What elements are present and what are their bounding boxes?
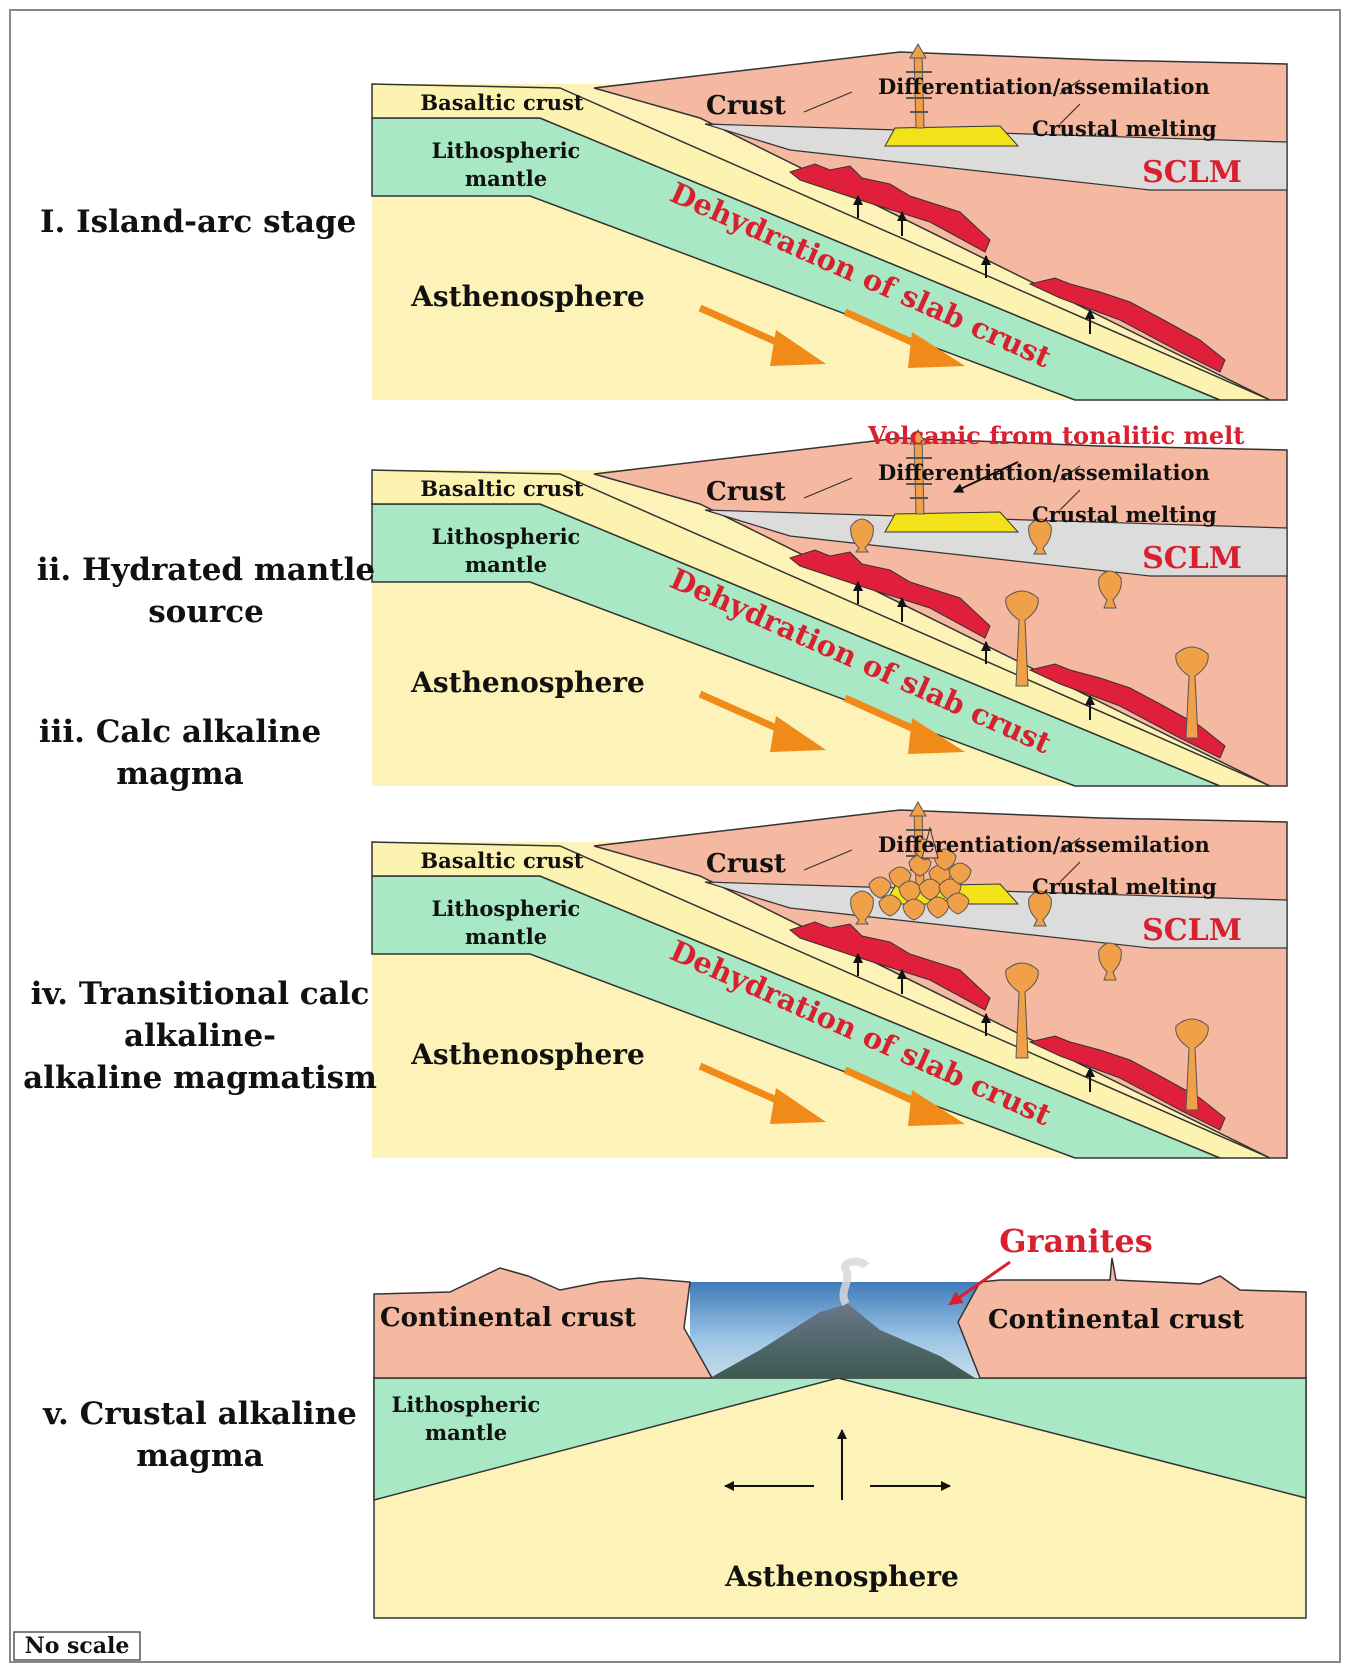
pluton	[898, 880, 922, 903]
panel-crustal-alkaline	[373, 1257, 1307, 1619]
pluton	[918, 878, 942, 901]
sclm-label: SCLM	[1142, 155, 1242, 190]
conduit-sills	[906, 457, 932, 499]
basaltic-crust-label: Basaltic crust	[420, 90, 583, 115]
melt-zone-upper	[788, 549, 991, 639]
volcanic-vent	[909, 42, 927, 59]
leader-lines	[803, 465, 1081, 511]
mantle-flow-arrows	[698, 1062, 965, 1126]
melt-zone-lower	[1028, 663, 1226, 759]
differentiation-label: Differentiation/assemilation	[878, 460, 1210, 485]
granites-label: Granites	[999, 1222, 1153, 1260]
panel-transitional	[371, 800, 1288, 1159]
melt-zone-upper	[788, 921, 991, 1011]
pluton	[878, 894, 902, 917]
volcanic-vent	[909, 428, 927, 445]
panel-island-arc	[371, 42, 1288, 401]
magma-chamber	[884, 125, 1020, 147]
pluton	[933, 848, 957, 871]
sclm-label: SCLM	[1142, 913, 1242, 948]
magma-diapir	[850, 890, 874, 925]
crustal-melting-label: Crustal melting	[1032, 502, 1217, 527]
magma-diapir	[850, 518, 874, 553]
fluid-arrows	[853, 953, 1095, 1092]
magma-diapir	[1098, 942, 1122, 981]
melt-zone-lower	[1028, 277, 1226, 373]
continental-crust-right	[957, 1257, 1307, 1379]
mantle-flow-arrows	[698, 304, 965, 368]
asthenosphere-label: Asthenosphere	[410, 280, 645, 313]
pluton	[946, 892, 970, 915]
pluton	[948, 862, 972, 885]
basaltic-crust-slab	[371, 469, 1271, 787]
magma-diapir	[1028, 518, 1052, 555]
scale-note: No scale	[25, 1633, 130, 1659]
continental-crust-left-label: Continental crust	[380, 1303, 636, 1333]
panel-hydrated-mantle	[371, 428, 1288, 787]
crust-label: Crust	[706, 849, 786, 879]
pluton	[868, 876, 892, 899]
extension-arrows	[724, 1429, 951, 1500]
scale-note-box	[13, 1631, 141, 1661]
conduit-sills	[906, 71, 932, 113]
pluton	[926, 896, 950, 919]
crust-label: Crust	[706, 477, 786, 507]
magma-diapir	[1028, 890, 1052, 927]
magma-diapir	[1175, 646, 1209, 739]
magma-diapir	[1005, 590, 1039, 687]
basaltic-crust-slab	[371, 83, 1271, 401]
leader-lines	[803, 79, 1081, 125]
basaltic-crust-label: Basaltic crust	[420, 848, 583, 873]
basaltic-crust-slab	[371, 841, 1271, 1159]
asthenosphere-label: Asthenosphere	[724, 1560, 959, 1593]
magma-diapir	[1098, 570, 1122, 609]
asthenosphere-label: Asthenosphere	[410, 1038, 645, 1071]
fluid-arrows	[853, 195, 1095, 334]
sclm-label: SCLM	[1142, 541, 1242, 576]
mantle-flow-arrows	[698, 690, 965, 754]
asthenosphere-label: Asthenosphere	[410, 666, 645, 699]
sclm-band	[704, 123, 1288, 191]
volcanic-note-arrow	[953, 461, 1019, 493]
pluton	[902, 898, 926, 921]
basaltic-crust-label: Basaltic crust	[420, 476, 583, 501]
magma-diapir	[1175, 1018, 1209, 1111]
crust-label: Crust	[706, 91, 786, 121]
magma-chamber	[884, 511, 1020, 533]
stage-label-island-arc: I. Island-arc stage	[40, 204, 356, 240]
magma-diapir	[1005, 962, 1039, 1059]
granites-arrow	[948, 1260, 1011, 1306]
volcanic-vent	[909, 800, 927, 817]
volcano-mountain	[710, 1304, 975, 1378]
melt-zone-upper	[788, 163, 991, 253]
differentiation-label: Differentiation/assemilation	[878, 832, 1210, 857]
melt-zone-lower	[1028, 1035, 1226, 1131]
leader-lines	[803, 837, 1081, 883]
continental-crust-right-label: Continental crust	[988, 1305, 1244, 1335]
volcanic-note-label: Volcanic from tonalitic melt	[867, 421, 1244, 450]
continental-crust-left	[373, 1267, 714, 1379]
fluid-arrows	[853, 581, 1095, 720]
volcanic-cone	[921, 826, 939, 859]
crustal-melting-label: Crustal melting	[1032, 116, 1217, 141]
volcano-plume	[839, 1257, 870, 1306]
differentiation-label: Differentiation/assemilation	[878, 74, 1210, 99]
crustal-melting-label: Crustal melting	[1032, 874, 1217, 899]
